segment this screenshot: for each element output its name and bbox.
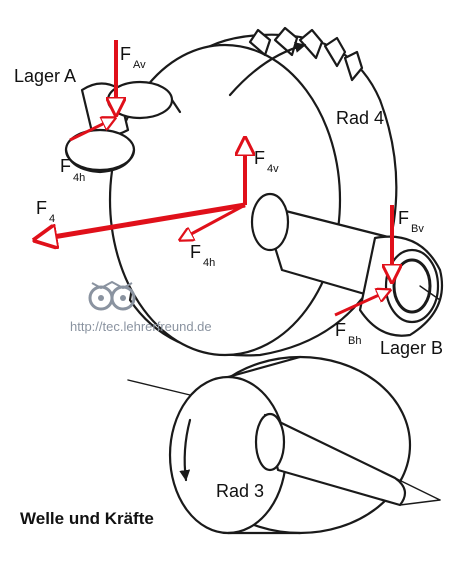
label-f-4h-a-sub: 4h: [73, 172, 85, 184]
label-f-bv: F: [398, 208, 409, 228]
label-f-av: F: [120, 44, 131, 64]
label-lager-a: Lager A: [14, 66, 76, 86]
label-f-4h-a: F: [60, 156, 71, 176]
label-rad-3: Rad 3: [216, 481, 264, 501]
rad-3-gear: [127, 355, 441, 535]
force-f-bh-arrow: [334, 290, 390, 317]
rad-4-gear: [108, 26, 398, 357]
force-f-4h-arrow: [180, 203, 246, 240]
label-f-4v: F: [254, 148, 265, 168]
owl-logo-icon: [88, 280, 136, 311]
diagram-title: Welle und Kräfte: [20, 509, 154, 528]
label-rad-4: Rad 4: [336, 108, 384, 128]
label-f-4h: F: [190, 242, 201, 262]
label-f-bv-sub: Bv: [411, 223, 424, 235]
label-f-4-sub: 4: [49, 213, 55, 225]
label-f-4v-sub: 4v: [267, 163, 279, 175]
label-f-bh: F: [335, 320, 346, 340]
lager-b-bearing: [250, 192, 444, 337]
label-lager-b: Lager B: [380, 338, 443, 358]
force-f-4-arrow: [35, 202, 246, 240]
watermark-url: http://tec.lehrerfreund.de: [70, 319, 212, 334]
label-f-4: F: [36, 198, 47, 218]
force-f-4h-a-arrow: [69, 118, 115, 142]
label-f-4h-sub: 4h: [203, 257, 215, 269]
label-f-av-sub: Av: [133, 59, 146, 71]
label-f-bh-sub: Bh: [348, 335, 361, 347]
